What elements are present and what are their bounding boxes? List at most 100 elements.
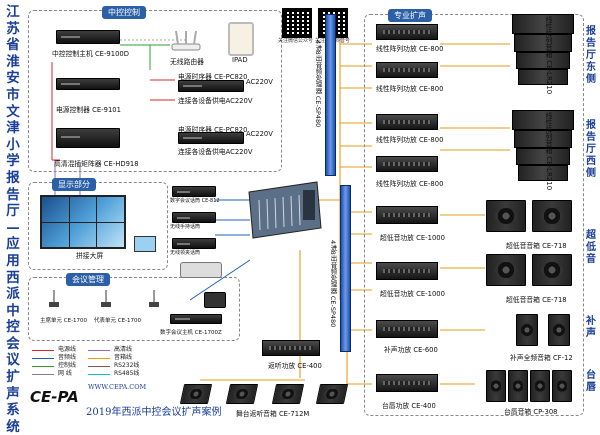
- delegate-mic-label: 代表单元 CE-1700: [94, 318, 142, 324]
- mic-receiver-1: [172, 186, 216, 197]
- legend-rs485: RS485线: [88, 370, 144, 378]
- conference-host-device: [170, 314, 222, 324]
- legend-audio: 音频线: [32, 354, 84, 362]
- pro-audio-tag: 专业扩声: [388, 9, 432, 22]
- sequencer2-device: [178, 132, 244, 144]
- line-array-box-2: [514, 34, 572, 52]
- legend-hd: 高清线: [88, 346, 144, 354]
- stage-speaker-label: 台唇音箱 CP-308: [504, 408, 558, 416]
- monitor-amp-device: [262, 340, 320, 356]
- monitor-speaker-3: [271, 384, 305, 404]
- category-west: 报告厅西侧: [586, 120, 596, 179]
- monitor-speaker-4: [315, 384, 349, 404]
- central-control-tag: 中控控制: [102, 6, 146, 19]
- line-amp2-device: [376, 62, 438, 78]
- monitor-amp-label: 返听功放 CE-400: [268, 362, 322, 370]
- ac-supply1-label: 连接各设备供电AC220V: [178, 97, 253, 105]
- delegate-mic-icon-2: [148, 290, 160, 308]
- line-array-box-7: [516, 148, 570, 165]
- delegate-mic-icon: [100, 290, 112, 308]
- footer-caption: 2019年西派中控会议扩声案例: [86, 407, 222, 418]
- wifi-router-icon: [170, 30, 202, 52]
- line-amp1-label: 线性阵列功放 CE-800: [376, 45, 444, 53]
- conference-host-label: 数字会议主机 CE-1700Z: [160, 330, 222, 336]
- sub-speaker-4: [532, 254, 572, 286]
- audio-mixer: [245, 180, 323, 240]
- stage-speaker-1: [486, 370, 506, 402]
- processor2-label: 4进8出音频处理器 CE-SP480: [329, 240, 337, 328]
- wireless-mic1-label: 数字会议话筒 CE-812: [170, 198, 220, 204]
- sub-speaker-1: [486, 200, 526, 232]
- conference-section: [28, 277, 240, 341]
- splice-screen-label: 拼接大屏: [76, 252, 104, 260]
- chair-mic-icon: [48, 290, 60, 308]
- wireless-mic3-label: 无线领夹话筒: [170, 250, 201, 256]
- fill-speaker-label: 补声全频音箱 CF-12: [510, 354, 573, 362]
- central-host-label: 中控控制主机 CE-9100D: [52, 50, 129, 58]
- hd-matrix-label: 高清混插矩阵器 CE-HD918: [54, 160, 139, 168]
- processor1-rack: [325, 14, 336, 176]
- splice-screen-display: [40, 195, 126, 249]
- line-array-label: 线性阵列音箱 CE-LR210: [545, 16, 553, 95]
- line-array-box-4: [518, 69, 568, 85]
- sub-speaker-2: [532, 200, 572, 232]
- monitor-speaker-1: [179, 384, 213, 404]
- power-controller-device: [56, 78, 120, 90]
- sub-amp1-label: 超低音功放 CE-1000: [380, 234, 445, 242]
- sub-speaker1-label: 超低音音箱 CE-718: [506, 242, 567, 250]
- line-amp3-label: 线性阵列功放 CE-800: [376, 136, 444, 144]
- line-array-box-3: [516, 52, 570, 69]
- ipad-label: IPAD: [232, 56, 248, 64]
- line-array-label-2: 线性阵列音箱 CE-LR210: [545, 112, 553, 191]
- legend: 电源线 音频线 控制线 网 线: [32, 346, 84, 378]
- legend-rs232: RS232线: [88, 362, 144, 370]
- wechat-qr-code: [282, 8, 312, 38]
- wireless-mic2-label: 无线手持话筒: [170, 224, 201, 230]
- line-amp4-label: 线性阵列功放 CE-800: [376, 180, 444, 188]
- line-array-box-5: [512, 110, 574, 130]
- processor1-label: 4进8出音频处理器 CE-SP480: [314, 40, 322, 128]
- stage-speaker-2: [508, 370, 528, 402]
- ac-in2-label: AC220V: [246, 130, 273, 138]
- stage-amp-label: 台唇功放 CE-400: [382, 402, 436, 410]
- monitor-speaker-label: 舞台返听音箱 CE-712M: [236, 410, 310, 418]
- category-fill: 补声: [586, 316, 596, 339]
- sub-amp2-device: [376, 262, 438, 280]
- legend-control: 控制线: [32, 362, 84, 370]
- mic-receiver-3: [172, 238, 216, 249]
- fill-speaker-1: [516, 314, 538, 346]
- central-control-section: [28, 10, 282, 172]
- wechat-qr-caption: 关注微信公众号: [278, 38, 314, 44]
- sub-speaker2-label: 超低音音箱 CE-718: [506, 296, 567, 304]
- legend-power: 电源线: [32, 346, 84, 354]
- power-controller-label: 电源控制器 CE-9101: [56, 106, 121, 114]
- laptop-icon: [204, 292, 226, 308]
- legend-speaker: 音箱线: [88, 354, 144, 362]
- central-host-device: [56, 30, 120, 44]
- display-section: [28, 182, 168, 270]
- sub-amp2-label: 超低音功放 CE-1000: [380, 290, 445, 298]
- legend-2: 高清线 音箱线 RS232线 RS485线: [88, 346, 144, 378]
- line-amp4-device: [376, 156, 438, 172]
- category-sub: 超低音: [586, 230, 596, 265]
- fill-amp-device: [376, 320, 438, 338]
- vertical-title: 江苏省淮安市文津小学报告厅—应用西派中控会议扩声系统: [6, 4, 20, 435]
- line-array-box-1: [512, 14, 574, 34]
- sub-amp1-device: [376, 206, 438, 224]
- line-array-box-8: [518, 165, 568, 181]
- stage-speaker-3: [530, 370, 550, 402]
- ipad-icon: [228, 22, 254, 56]
- category-east: 报告厅东侧: [586, 26, 596, 85]
- stage-amp-device: [376, 374, 438, 392]
- line-array-box-6: [514, 130, 572, 148]
- processor2-rack: [340, 185, 351, 352]
- monitor-speaker-2: [225, 384, 259, 404]
- line-amp2-label: 线性阵列功放 CE-800: [376, 85, 444, 93]
- sequencer1-device: [178, 80, 244, 92]
- conference-tag: 会议管理: [66, 273, 110, 286]
- pro-audio-section: [364, 14, 584, 416]
- hd-matrix-device: [56, 128, 120, 148]
- ac-in1-label: AC220V: [246, 78, 273, 86]
- sub-speaker-3: [486, 254, 526, 286]
- mic-receiver-2: [172, 212, 216, 223]
